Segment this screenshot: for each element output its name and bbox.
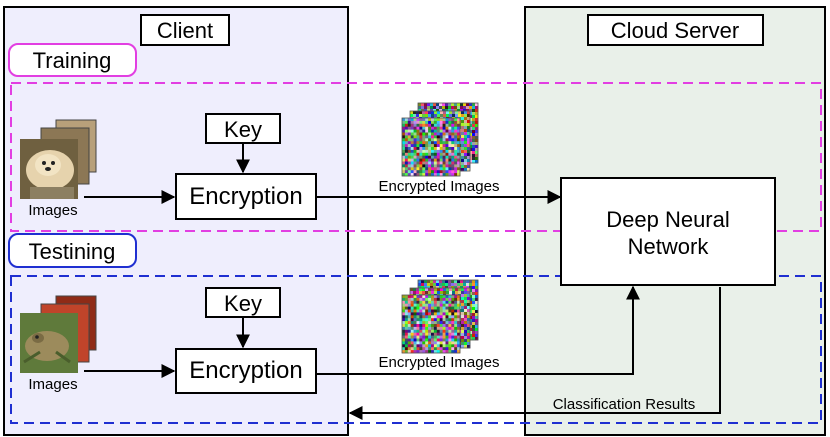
training-encrypted-stack [401,102,479,177]
server-title: Cloud Server [611,18,739,43]
training-region [10,82,822,232]
encrypted-image [401,117,461,177]
frog-image-icon [20,313,78,373]
testing-label-box [8,233,137,268]
dog-image-icon [20,139,78,199]
testing-label: Testining [29,239,116,264]
classification-results-arrow [348,287,721,420]
training-key-label: Key [224,117,262,142]
client-title-box [140,14,230,46]
testing-images-caption: Images [28,376,77,393]
training-label: Training [33,48,112,73]
testing-encryption-box [175,348,317,394]
client-title: Client [157,18,213,43]
training-key-box [205,113,281,144]
encrypted-image [401,294,461,354]
testing-to-network-arrow [316,285,640,375]
server-title-box [587,14,764,46]
classification-results-label: Classification Results [553,396,696,413]
testing-key-box [205,287,281,318]
testing-region [10,275,822,424]
testing-images-stack [20,295,97,373]
dnn-box [560,177,776,286]
dnn-label-line1: Deep Neural [606,207,730,232]
testing-encrypted-stack [401,279,479,354]
training-encryption-box [175,173,317,220]
training-encrypted-caption: Encrypted Images [379,178,500,195]
training-images-caption: Images [28,202,77,219]
training-encryption-label: Encryption [189,183,302,210]
testing-encrypted-caption: Encrypted Images [379,354,500,371]
dnn-label-line2: Network [628,234,710,259]
training-images-stack [20,119,97,199]
testing-key-label: Key [224,291,262,316]
training-label-box [8,43,137,77]
testing-encryption-label: Encryption [189,357,302,384]
